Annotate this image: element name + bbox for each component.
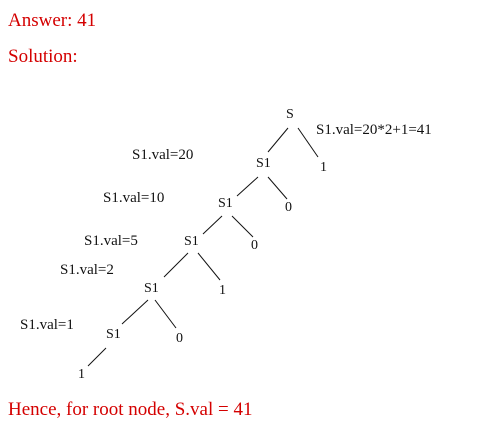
value-annotation: S1.val=10	[103, 190, 165, 206]
edge-s1-leaf-c	[197, 252, 221, 281]
tree-leaf: 1	[320, 160, 327, 175]
edge-s-leaf	[297, 127, 319, 158]
value-annotation: S1.val=5	[84, 233, 138, 249]
tree-node: S1	[256, 156, 271, 171]
edge-s1-s1-a	[236, 176, 259, 197]
edge-s-s1	[267, 127, 289, 153]
tree-leaf: 0	[251, 238, 258, 253]
edge-s1-leaf-b	[231, 215, 254, 238]
edge-s1-s1-d	[121, 299, 149, 325]
edge-s1-leaf-e	[87, 347, 107, 367]
tree-leaf: 1	[78, 367, 85, 382]
edge-s1-s1-c	[163, 252, 189, 278]
tree-node: S1	[218, 196, 233, 211]
solution-heading: Solution:	[8, 46, 78, 67]
tree-leaf: 0	[176, 331, 183, 346]
value-annotation: S1.val=20*2+1=41	[316, 122, 432, 138]
conclusion-text: Hence, for root node, S.val = 41	[8, 399, 253, 420]
edge-s1-s1-b	[202, 215, 223, 235]
edge-s1-leaf-a	[267, 176, 288, 200]
value-annotation: S1.val=20	[132, 147, 194, 163]
edge-s1-leaf-d	[154, 299, 177, 329]
value-annotation: S1.val=1	[20, 317, 74, 333]
tree-node: S1	[106, 327, 121, 342]
tree-node: S1	[184, 234, 199, 249]
tree-leaf: 1	[219, 283, 226, 298]
tree-leaf: 0	[285, 200, 292, 215]
tree-node-root: S	[286, 107, 294, 122]
tree-node: S1	[144, 281, 159, 296]
value-annotation: S1.val=2	[60, 262, 114, 278]
answer-text: Answer: 41	[8, 10, 97, 31]
